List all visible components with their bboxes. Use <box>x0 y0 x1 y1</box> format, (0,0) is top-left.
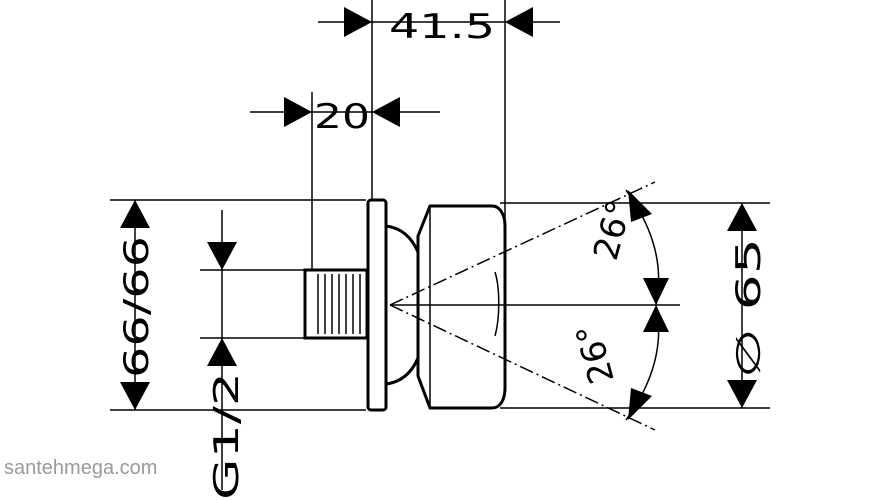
watermark-text: santehmega.com <box>4 457 157 479</box>
dim-diameter-label: ∅ 65 <box>729 238 769 378</box>
head-nozzle <box>494 271 500 337</box>
dim-thread-spec-label: G1/2 <box>207 372 247 500</box>
dim-overall-depth: 41.5 <box>318 7 560 47</box>
dim-overall-depth-label: 41.5 <box>389 7 495 47</box>
dim-thread-length: 20 <box>250 97 440 137</box>
thread-lines <box>317 274 361 334</box>
threaded-connector <box>303 268 369 340</box>
angle-bottom-label: 26° <box>569 320 623 388</box>
dim-thread-length-label: 20 <box>314 97 370 137</box>
spray-head <box>416 204 507 410</box>
dim-height-left-label: 66/66 <box>117 236 157 378</box>
dim-height-left: 66/66 <box>117 200 157 410</box>
dim-thread-spec: G1/2 <box>207 210 247 500</box>
angle-top-label: 26° <box>586 196 640 264</box>
wall-flange <box>366 198 388 412</box>
dim-diameter: ∅ 65 <box>727 203 769 408</box>
